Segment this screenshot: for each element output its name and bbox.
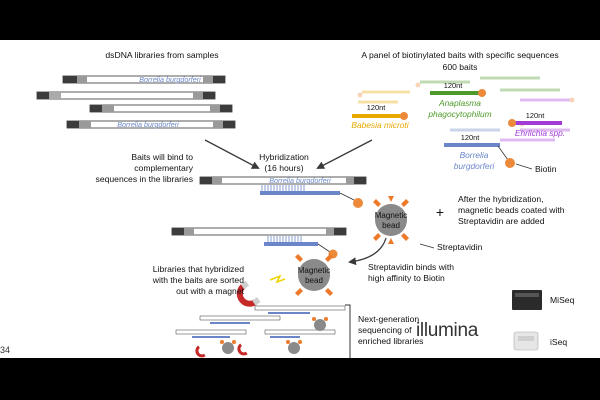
slide-number: 34: [0, 345, 11, 355]
library-fragment-2: [36, 91, 216, 100]
hybridization-line2: (16 hours): [264, 163, 303, 173]
biotin-label: Biotin: [535, 164, 557, 174]
fragment-4-label: Borrelia burgdorferi: [117, 120, 179, 129]
bead1-label-line2: bead: [382, 221, 400, 230]
borrelia-label-line1: Borrelia: [460, 150, 489, 160]
ehrlichia-label: Ehrlichia spp.: [515, 128, 565, 138]
sorted-line2: with the baits are sorted: [152, 275, 244, 285]
iseq-label: iSeq: [550, 337, 567, 347]
strep-binds-line1: Streptavidin binds with: [368, 262, 454, 272]
babesia-label: Babesia microti: [351, 120, 409, 130]
library-fragment-1: [62, 75, 226, 84]
bait-babesia: 120nt Babesia microti: [351, 103, 409, 130]
ngs-bracket: [345, 304, 351, 358]
bait-babesia-nt: 120nt: [367, 103, 386, 112]
after-hyb-line3: Streptavidin are added: [458, 216, 545, 226]
baits-bind-line2: complementary: [134, 163, 193, 173]
library-fragment-3: [89, 104, 233, 113]
enriched-libraries: [175, 305, 346, 358]
after-hyb-line2: magnetic beads coated with: [458, 205, 565, 215]
miseq-label: MiSeq: [550, 295, 575, 305]
streptavidin-label: Streptavidin: [437, 242, 483, 252]
magnet-spark: [269, 274, 286, 284]
panel-title-line1: A panel of biotinylated baits with speci…: [361, 50, 558, 60]
magnetic-bead-2: Magnetic bead: [295, 254, 333, 296]
hybridized-fragment-label: Borrelia burgdorferi: [269, 176, 331, 185]
arrow-baits-to-hyb: [316, 139, 373, 169]
bait-anaplasma: 120nt Anaplasma phagocytophilum: [427, 81, 491, 119]
arrow-bead-to-complex: [348, 237, 387, 266]
magnetic-bead-1: Magnetic bead: [373, 196, 409, 244]
ngs-line3: enriched libraries: [358, 336, 423, 346]
arrow-libraries-to-hyb: [204, 139, 260, 169]
bait-ehrlichia-nt: 120nt: [526, 111, 545, 120]
biotin-icon: [478, 89, 486, 97]
illumina-logo: illumina: [416, 320, 479, 341]
hybridized-fragment: [199, 176, 367, 208]
magnet-icon: [195, 345, 206, 358]
magnet-icon: [237, 343, 248, 356]
biotin-icon: [508, 119, 516, 127]
ngs-line1: Next-generation: [358, 314, 419, 324]
biotin-icon: [505, 158, 515, 168]
bait-borrelia-nt: 120nt: [461, 133, 480, 142]
fragment-1-label: Borrelia burgdorferi: [139, 75, 201, 84]
library-fragment-4: [66, 120, 236, 129]
bait-ehrlichia: 120nt Ehrlichia spp.: [508, 111, 565, 138]
anaplasma-label-line2: phagocytophilum: [427, 109, 491, 119]
faded-baits: [357, 76, 575, 142]
panel-title-line2: 600 baits: [443, 62, 478, 72]
bait-borrelia: 120nt Borrelia burgdorferi: [444, 133, 515, 171]
after-hyb-line1: After the hybridization,: [458, 194, 544, 204]
streptavidin-icon: [373, 196, 409, 244]
borrelia-label-line2: burgdorferi: [454, 161, 496, 171]
hybridization-line1: Hybridization: [259, 152, 309, 162]
sorted-line1: Libraries that hybridized: [153, 264, 244, 274]
bait-anaplasma-nt: 120nt: [444, 81, 463, 90]
sorted-line3: out with a magnet: [176, 286, 244, 296]
bead1-label-line1: Magnetic: [375, 211, 407, 220]
anaplasma-label-line1: Anaplasma: [438, 98, 481, 108]
magnet-icon: [236, 280, 261, 307]
strep-binds-line2: high affinity to Biotin: [368, 273, 445, 283]
miseq-sequencer-icon: [512, 290, 542, 310]
baits-bind-line1: Baits will bind to: [131, 152, 193, 162]
dsdna-title: dsDNA libraries from samples: [105, 50, 218, 60]
ngs-line2: sequencing of: [358, 325, 412, 335]
bead2-label-line1: Magnetic: [298, 266, 330, 275]
baits-bind-line3: sequences in the libraries: [96, 174, 193, 184]
plus-sign: +: [436, 204, 444, 220]
iseq-sequencer-icon: [513, 331, 539, 351]
bead2-label-line2: bead: [305, 276, 323, 285]
biotin-icon: [400, 112, 408, 120]
